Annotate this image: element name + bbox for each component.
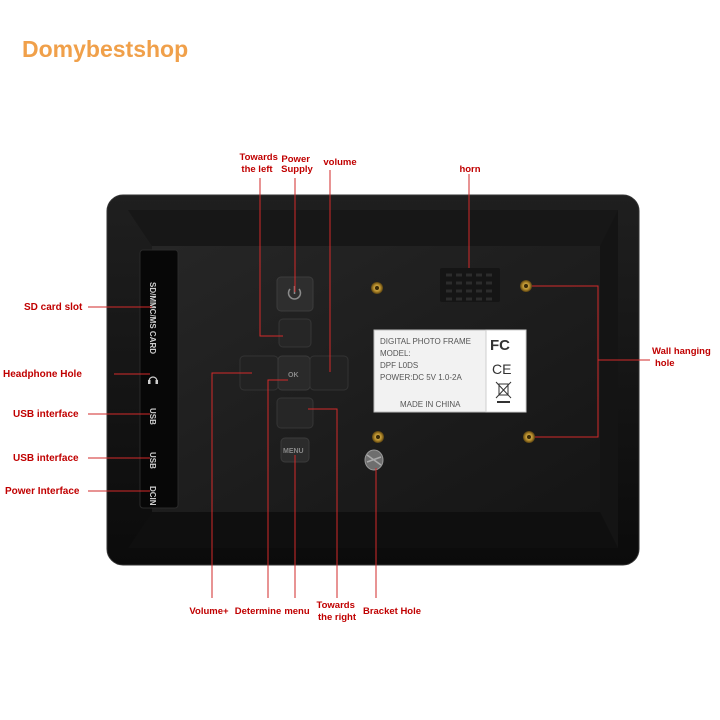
right-button[interactable] bbox=[276, 397, 314, 429]
label-volume-plus: Volume+ bbox=[189, 606, 229, 617]
volume-button[interactable] bbox=[309, 355, 349, 391]
label-power-supply: Power Supply bbox=[281, 154, 313, 175]
ok-button-label: OK bbox=[288, 372, 299, 379]
label-usb-interface-2: USB interface bbox=[13, 453, 79, 464]
label-sd-card-slot: SD card slot bbox=[24, 302, 83, 313]
menu-button-label: MENU bbox=[283, 448, 304, 455]
label-usb-interface-1: USB interface bbox=[13, 409, 79, 420]
label-horn: horn bbox=[459, 164, 480, 175]
dcin-port-label: DCIN bbox=[148, 486, 157, 506]
label-bracket-hole: Bracket Hole bbox=[363, 606, 421, 617]
label-volume: volume bbox=[323, 157, 356, 168]
usb-port-label-1: USB bbox=[148, 408, 157, 425]
label-towards-left: Towards the left bbox=[240, 152, 281, 175]
sticker-line-5: MADE IN CHINA bbox=[400, 400, 461, 409]
port-strip bbox=[139, 249, 179, 509]
label-towards-right: Towards the right bbox=[317, 600, 358, 623]
left-button[interactable] bbox=[278, 318, 312, 348]
headphone-icon bbox=[148, 376, 158, 384]
weee-bin-icon bbox=[495, 381, 512, 403]
ce-mark: CE bbox=[492, 361, 511, 377]
label-determine: Determine bbox=[235, 606, 281, 617]
label-headphone-hole: Headphone Hole bbox=[3, 369, 82, 380]
callout-labels: Towards the left Power Supply volume hor… bbox=[3, 152, 713, 623]
sticker-line-3: DPF L0DS bbox=[380, 361, 418, 370]
label-power-interface: Power Interface bbox=[5, 486, 80, 497]
product-sticker: DIGITAL PHOTO FRAME MODEL: DPF L0DS POWE… bbox=[373, 329, 527, 413]
label-wall-hanging-hole: Wall hanging hole bbox=[652, 346, 713, 369]
speaker-grille bbox=[440, 268, 500, 302]
sticker-line-1: DIGITAL PHOTO FRAME bbox=[380, 337, 471, 346]
bracket-hole bbox=[364, 449, 384, 471]
card-slot-label: SD/MMC/MS CARD bbox=[148, 282, 157, 354]
usb-port-label-2: USB bbox=[148, 452, 157, 469]
sticker-line-4: POWER:DC 5V 1.0-2A bbox=[380, 373, 462, 382]
label-menu: menu bbox=[284, 606, 310, 617]
leader-lines bbox=[88, 170, 650, 598]
sticker-line-2: MODEL: bbox=[380, 349, 411, 358]
brand-watermark: Domybestshop bbox=[22, 36, 189, 62]
fc-mark: FC bbox=[490, 337, 510, 354]
photo-frame-back bbox=[106, 194, 640, 566]
